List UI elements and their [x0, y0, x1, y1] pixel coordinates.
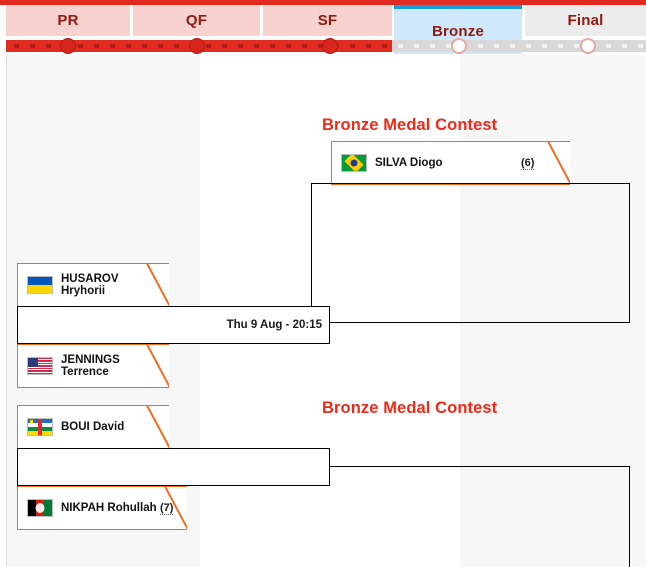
timeline-dash [398, 44, 403, 48]
competitor-seed-nikpah: (7) [160, 502, 174, 515]
match-box-top[interactable]: Thu 9 Aug - 20:15 [17, 306, 330, 344]
timeline-dash [574, 44, 579, 48]
timeline-dash [286, 44, 291, 48]
timeline-dash [366, 44, 371, 48]
competitor-chip-nikpah[interactable]: NIKPAH Rohullah (7) [17, 486, 187, 530]
tab-pr[interactable]: PR [6, 5, 130, 36]
competitor-chip-jennings[interactable]: JENNINGS Terrence [17, 344, 169, 388]
bracket-line-top-horizontal [311, 183, 630, 185]
timeline-dash [270, 44, 275, 48]
timeline-dash [430, 44, 435, 48]
bracket-line-bottom-horizontal [329, 466, 630, 468]
competitor-name-boui: BOUI David [61, 420, 125, 433]
timeline-dash [110, 44, 115, 48]
tab-final[interactable]: Final [525, 5, 646, 36]
timeline-dash [94, 44, 99, 48]
competitor-chip-boui[interactable]: BOUI David [17, 405, 169, 449]
timeline-dash [46, 44, 51, 48]
tab-qf[interactable]: QF [133, 5, 260, 36]
match-datetime: Thu 9 Aug - 20:15 [226, 319, 322, 331]
flag-brazil-icon [341, 154, 367, 172]
flag-usa-icon [27, 357, 53, 375]
timeline-node-qf[interactable] [189, 38, 205, 54]
competitor-seed-silva: (6) [521, 157, 535, 170]
timeline-dash [14, 44, 19, 48]
timeline-dash [606, 44, 611, 48]
timeline-dash [494, 44, 499, 48]
timeline-dash [222, 44, 227, 48]
bracket-line-bottom-vertical [629, 466, 631, 567]
contest-title-top: Bronze Medal Contest [322, 116, 498, 134]
tab-sf[interactable]: SF [263, 5, 392, 36]
timeline-dash [542, 44, 547, 48]
timeline-dash [126, 44, 131, 48]
bracket-line-top-return [329, 322, 630, 324]
timeline-dash [206, 44, 211, 48]
bracket-line-top-vertical [629, 183, 631, 323]
left-rule [6, 55, 7, 567]
timeline-dash [510, 44, 515, 48]
flag-afghanistan-icon [27, 499, 53, 517]
timeline-dash [638, 44, 643, 48]
flag-ukraine-icon [27, 276, 53, 294]
timeline-dash [78, 44, 83, 48]
competitor-name-nikpah: NIKPAH Rohullah [61, 501, 157, 514]
timeline-dash [558, 44, 563, 48]
bracket-line-top-left-vertical [311, 183, 313, 306]
timeline-dash [526, 44, 531, 48]
top-accent-bar [0, 0, 646, 5]
contest-title-bottom: Bronze Medal Contest [322, 399, 498, 417]
match-box-bottom[interactable] [17, 448, 330, 486]
round-timeline [0, 36, 646, 55]
timeline-dash [158, 44, 163, 48]
timeline-node-final[interactable] [580, 38, 596, 54]
timeline-dash [414, 44, 419, 48]
timeline-dash [142, 44, 147, 48]
timeline-dash [382, 44, 387, 48]
timeline-node-pr[interactable] [60, 38, 76, 54]
competitor-name-husarov: HUSAROV Hryhorii [61, 272, 119, 298]
timeline-dash [622, 44, 627, 48]
timeline-node-bronze[interactable] [451, 38, 467, 54]
timeline-dash [30, 44, 35, 48]
timeline-dash [446, 44, 451, 48]
timeline-dash [302, 44, 307, 48]
competitor-chip-silva[interactable]: SILVA Diogo (6) [331, 141, 570, 185]
round-tabs: PR QF SF Bronze Final [0, 5, 646, 54]
timeline-dash [238, 44, 243, 48]
flag-car-icon [27, 418, 53, 436]
timeline-dash [478, 44, 483, 48]
timeline-dash [318, 44, 323, 48]
competitor-chip-husarov[interactable]: HUSAROV Hryhorii [17, 263, 169, 307]
timeline-node-sf[interactable] [322, 38, 338, 54]
timeline-dash [254, 44, 259, 48]
competitor-name-jennings: JENNINGS Terrence [61, 353, 120, 379]
timeline-dash [174, 44, 179, 48]
competitor-name-silva: SILVA Diogo [375, 156, 443, 169]
timeline-dash [350, 44, 355, 48]
